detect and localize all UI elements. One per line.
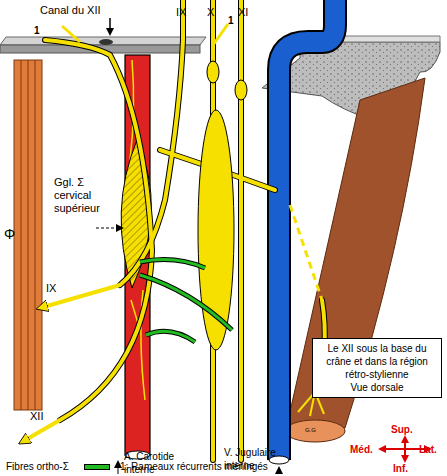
annotation-label: Méd. [350,443,380,456]
muscle-cut-end [285,420,345,442]
legend-swatch [84,464,110,470]
xii-hidden-course [290,205,322,300]
nerve-xii-outline [45,40,152,420]
pharyngeal-muscle [14,60,42,410]
meningeal-branch [213,24,228,45]
annotation-label: XI [238,6,258,19]
sympathetic-fibres [140,260,232,342]
xii-arrow [22,420,60,442]
canal-arrow [109,18,111,34]
fibre [146,331,195,342]
fibre [140,275,232,330]
nerve-outlines [45,0,325,460]
annotation-label: Ggl. Σ cervical supérieur [54,176,118,215]
fibre-outline [140,275,232,330]
annotation-label: 1: Rameaux récurrents méningés [120,460,350,473]
fibre-outline [146,331,195,342]
orientation-arrow [380,448,405,450]
orientation-arrow [404,437,406,449]
annotation-label: Inf. [393,462,423,475]
muscle-band [14,60,42,410]
caption-text: Le XII sous la base du crâne et dans la … [317,342,437,381]
annotation-label: XII [30,410,56,423]
annotation-label: Φ [4,228,20,241]
fibre [140,260,205,268]
legend-text: Fibres ortho-Σ [6,460,86,473]
sympathetic-fibre-outlines [140,260,232,342]
annotation-label: IX [46,282,68,295]
annotation-label: Sup. [391,423,421,436]
small-ganglion [235,80,247,100]
caption-text: Vue dorsale [317,381,437,394]
annotation-label: IX [176,6,196,19]
nerve-xi-outline [238,0,244,460]
meningeal-branch [62,26,80,42]
orientation-arrow [404,449,406,461]
annotation-label: 1 [34,24,46,37]
ganglion-arrow [96,228,122,229]
muscle-stripe [21,60,22,410]
nerve-xi [239,0,243,460]
annotation-label: X [207,6,221,19]
nerve-xii [45,40,152,420]
hypoglossal-canal [99,39,113,45]
annotation-label: G.G [305,424,327,437]
muscle-stripe [35,60,36,410]
fibre-outline [140,260,205,268]
annotation-label: Lat. [419,443,447,456]
muscle-stripe [28,60,29,410]
jugular-arrow [279,468,280,474]
carotid-arrow [118,462,119,474]
nerves [45,0,325,460]
superior-vagal-ganglion [207,61,219,83]
annotation-label: Canal du XII [40,4,130,17]
skull-top-face [0,37,206,45]
caption-box: Le XII sous la base du crâne et dans la … [312,338,442,398]
